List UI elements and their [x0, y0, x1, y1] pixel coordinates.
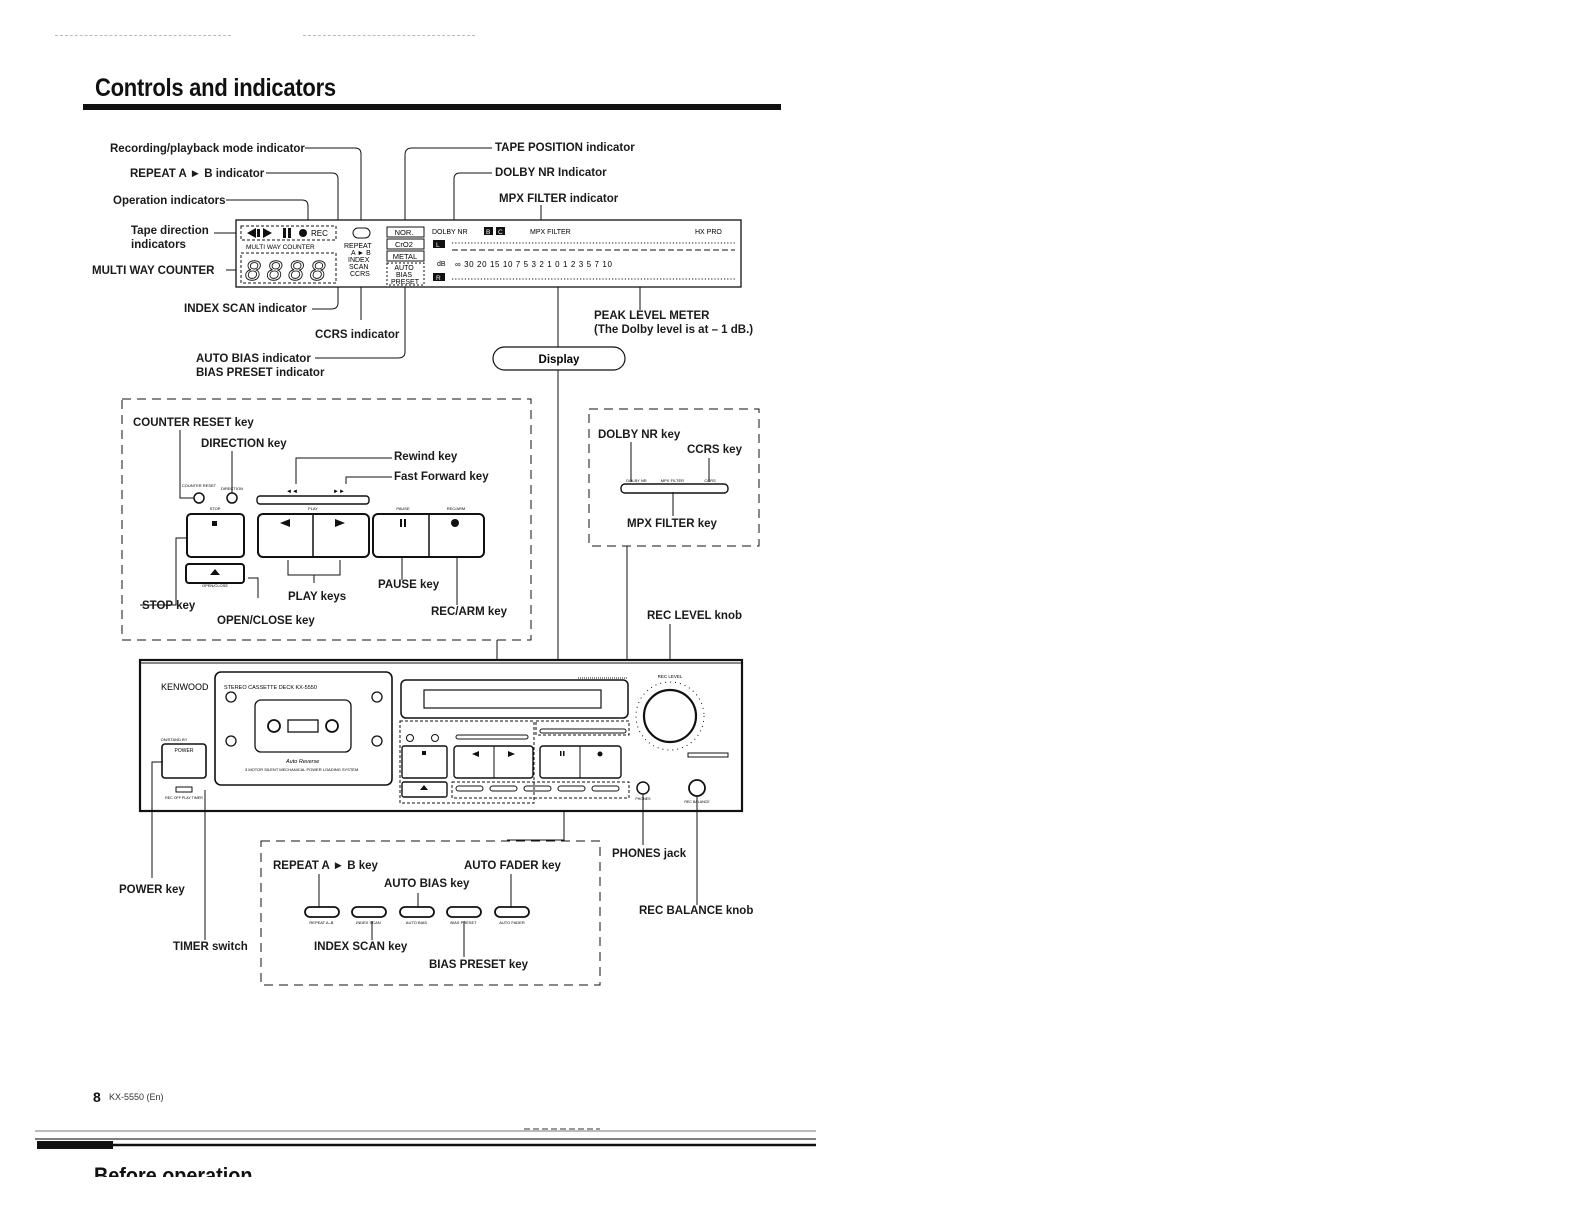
- tape-type-indicators: NOR. CrO2 METAL: [393, 228, 417, 261]
- label-auto-bias-key: AUTO BIAS key: [384, 878, 470, 890]
- hx-pro-indicator: HX PRO: [695, 229, 722, 236]
- svg-text:R: R: [436, 275, 441, 282]
- label-tape-direction-2: indicators: [131, 239, 186, 251]
- svg-text:STOP: STOP: [210, 506, 221, 511]
- model-reference: KX-5550 (En): [109, 1092, 164, 1102]
- mode-indicators: REPEAT A ► B INDEX SCAN CCRS: [344, 243, 373, 278]
- function-key-drawing: [304, 906, 530, 918]
- svg-text:PLAY: PLAY: [308, 506, 318, 511]
- label-auto-fader-key: AUTO FADER key: [464, 860, 561, 872]
- dolby-detail-box: [588, 408, 760, 547]
- label-bias-preset-key: BIAS PRESET key: [429, 959, 529, 971]
- label-power-key: POWER key: [119, 884, 185, 896]
- label-operation-indicators: Operation indicators: [113, 195, 226, 207]
- rec-indicator-label: REC: [311, 229, 328, 238]
- dolby-key-strip: [620, 483, 729, 494]
- label-fast-forward-key: Fast Forward key: [394, 471, 489, 483]
- label-peak-level-note: (The Dolby level is at – 1 dB.): [594, 324, 754, 336]
- label-index-scan-key: INDEX SCAN key: [314, 941, 408, 953]
- transport-detail-box: [121, 398, 532, 641]
- svg-text:REC LEVEL: REC LEVEL: [658, 674, 683, 679]
- svg-text:REC/ARM: REC/ARM: [447, 506, 465, 511]
- label-rewind-key: Rewind key: [394, 451, 458, 463]
- title-rule: [83, 104, 781, 110]
- function-detail-box: [260, 840, 601, 986]
- label-repeat-ab-key: REPEAT A ► B key: [273, 860, 378, 872]
- label-phones-jack: PHONES jack: [612, 848, 687, 860]
- svg-text:L: L: [436, 242, 440, 249]
- transport-key-drawing: COUNTER RESET DIRECTION STOP PLAY PAUSE …: [182, 483, 485, 588]
- svg-text:POWER: POWER: [175, 748, 194, 754]
- brand-logo: KENWOOD: [161, 682, 209, 692]
- counter-caption: MULTI WAY COUNTER: [246, 244, 315, 251]
- counter-digits: 8888: [245, 255, 331, 286]
- db-scale: ∞ 30 20 15 10 7 5 3 2 1 0 1 2 3 5 7 10: [455, 260, 613, 269]
- svg-text:COUNTER RESET: COUNTER RESET: [182, 483, 217, 488]
- label-repeat-ab-indicator: REPEAT A ► B indicator: [130, 168, 265, 180]
- display-callout: [492, 346, 626, 371]
- lower-leaders: [151, 761, 698, 940]
- svg-text:PAUSE: PAUSE: [396, 506, 410, 511]
- label-pause-key: PAUSE key: [378, 579, 440, 591]
- svg-text:OPEN/CLOSE: OPEN/CLOSE: [202, 583, 228, 588]
- label-multi-way-counter: MULTI WAY COUNTER: [92, 265, 215, 277]
- label-timer-switch: TIMER switch: [173, 941, 248, 953]
- scan-dash-right: [303, 35, 475, 36]
- bias-indicators: AUTO BIAS PRESET: [391, 265, 420, 286]
- label-mpx-filter-key: MPX FILTER key: [627, 518, 717, 530]
- label-index-scan-indicator: INDEX SCAN indicator: [184, 303, 307, 315]
- mpx-filter-indicator: MPX FILTER: [530, 229, 571, 236]
- label-tape-direction-1: Tape direction: [131, 225, 209, 237]
- label-bias-preset-indicator: BIAS PRESET indicator: [196, 367, 325, 379]
- page-number: 8: [93, 1089, 101, 1105]
- label-auto-bias-indicator: AUTO BIAS indicator: [196, 353, 311, 365]
- svg-text:Auto Reverse: Auto Reverse: [285, 759, 319, 765]
- label-direction-key: DIRECTION key: [201, 438, 287, 450]
- db-label: dB: [437, 261, 446, 268]
- display-callout-label: Display: [539, 354, 581, 366]
- bottom-rules: [35, 1128, 816, 1149]
- svg-text:C: C: [498, 229, 503, 236]
- front-panel-drawing: KENWOOD STEREO CASSETTE DECK KX-5550 Aut…: [138, 658, 744, 813]
- label-ccrs-indicator: CCRS indicator: [315, 329, 400, 341]
- dolby-leaders: [630, 442, 710, 516]
- label-play-keys: PLAY keys: [288, 591, 347, 603]
- label-dolby-nr-indicator: DOLBY NR Indicator: [495, 167, 607, 179]
- label-ccrs-key: CCRS key: [687, 444, 742, 456]
- page-title: Controls and indicators: [95, 74, 336, 102]
- scan-dash-left: [55, 35, 231, 36]
- svg-text:ON/STAND BY: ON/STAND BY: [161, 737, 188, 742]
- label-stop-key: STOP key: [142, 600, 196, 612]
- svg-text:REC OFF PLAY TIMER: REC OFF PLAY TIMER: [165, 796, 203, 800]
- svg-text:3 MOTOR SILENT MECHANICAL POWE: 3 MOTOR SILENT MECHANICAL POWER LOADING …: [245, 767, 358, 772]
- label-peak-level-meter: PEAK LEVEL METER: [594, 310, 710, 322]
- svg-text:STEREO CASSETTE DECK KX-5550: STEREO CASSETTE DECK KX-5550: [224, 685, 317, 691]
- label-dolby-nr-key: DOLBY NR key: [598, 429, 681, 441]
- label-counter-reset-key: COUNTER RESET key: [133, 417, 254, 429]
- label-rec-play-mode-indicator: Recording/playback mode indicator: [110, 143, 305, 155]
- svg-text:DIRECTION: DIRECTION: [221, 486, 243, 491]
- next-section-title: Before operation: [94, 1163, 253, 1177]
- transport-leaders: [140, 430, 458, 606]
- svg-text:►►: ►►: [333, 489, 345, 495]
- label-rec-level-knob: REC LEVEL knob: [647, 610, 742, 622]
- label-open-close-key: OPEN/CLOSE key: [217, 615, 315, 627]
- label-rec-arm-key: REC/ARM key: [431, 606, 508, 618]
- label-tape-position-indicator: TAPE POSITION indicator: [495, 142, 635, 154]
- svg-text:◄◄: ◄◄: [286, 489, 298, 495]
- label-rec-balance-knob: REC BALANCE knob: [639, 905, 754, 917]
- function-key-tiny: REPEAT A–B INDEX SCAN AUTO BIAS BIAS PRE…: [309, 920, 524, 925]
- label-mpx-filter-indicator: MPX FILTER indicator: [499, 193, 619, 205]
- dolby-key-tiny: DOLBY NR MPX FILTER CCRS: [626, 478, 716, 483]
- svg-text:B: B: [486, 229, 490, 236]
- display-leader-lines: [214, 147, 641, 359]
- dolby-nr-indicator: DOLBY NR: [432, 229, 468, 236]
- function-leaders: [318, 874, 512, 957]
- fl-display-panel: REC MULTI WAY COUNTER 8888 REPEAT A ► B …: [235, 219, 742, 288]
